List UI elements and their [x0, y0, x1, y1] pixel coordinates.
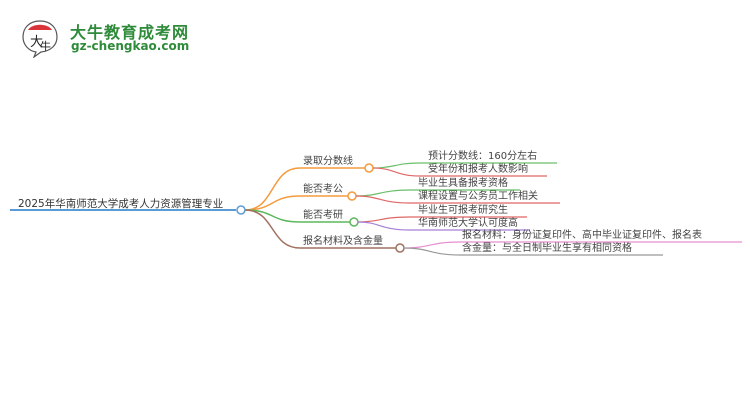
leaf-recognition: 华南师范大学认可度高: [418, 218, 518, 229]
branch-postgraduate: 能否考研: [303, 210, 343, 221]
logo-url: gz-chengkao.com: [71, 39, 190, 53]
leaf-score-factors: 受年份和报考人数影响: [428, 164, 528, 175]
root-node: 2025年华南师范大学成考人力资源管理专业: [18, 198, 224, 210]
leaf-eligible-postgrad: 毕业生可报考研究生: [418, 205, 508, 216]
logo-badge-icon: 大 牛: [22, 20, 58, 58]
svg-text:大: 大: [30, 35, 43, 50]
svg-text:牛: 牛: [40, 39, 51, 53]
leaf-expected-score: 预计分数线：160分左右: [428, 151, 538, 162]
leaf-curriculum-related: 课程设置与公务员工作相关: [418, 191, 538, 202]
leaf-eligible-civil: 毕业生具备报考资格: [418, 178, 508, 189]
leaf-materials: 报名材料：身份证复印件、高中毕业证复印件、报名表: [462, 230, 702, 241]
branch-civil-service: 能否考公: [303, 184, 343, 195]
logo: 大 牛 大牛教育成考网 gz-chengkao.com: [16, 14, 216, 58]
logo-title: 大牛教育成考网: [70, 23, 190, 42]
branch-materials-value: 报名材料及含金量: [303, 236, 383, 247]
leaf-value: 含金量：与全日制毕业生享有相同资格: [462, 243, 632, 254]
branch-admission-score: 录取分数线: [303, 156, 353, 167]
